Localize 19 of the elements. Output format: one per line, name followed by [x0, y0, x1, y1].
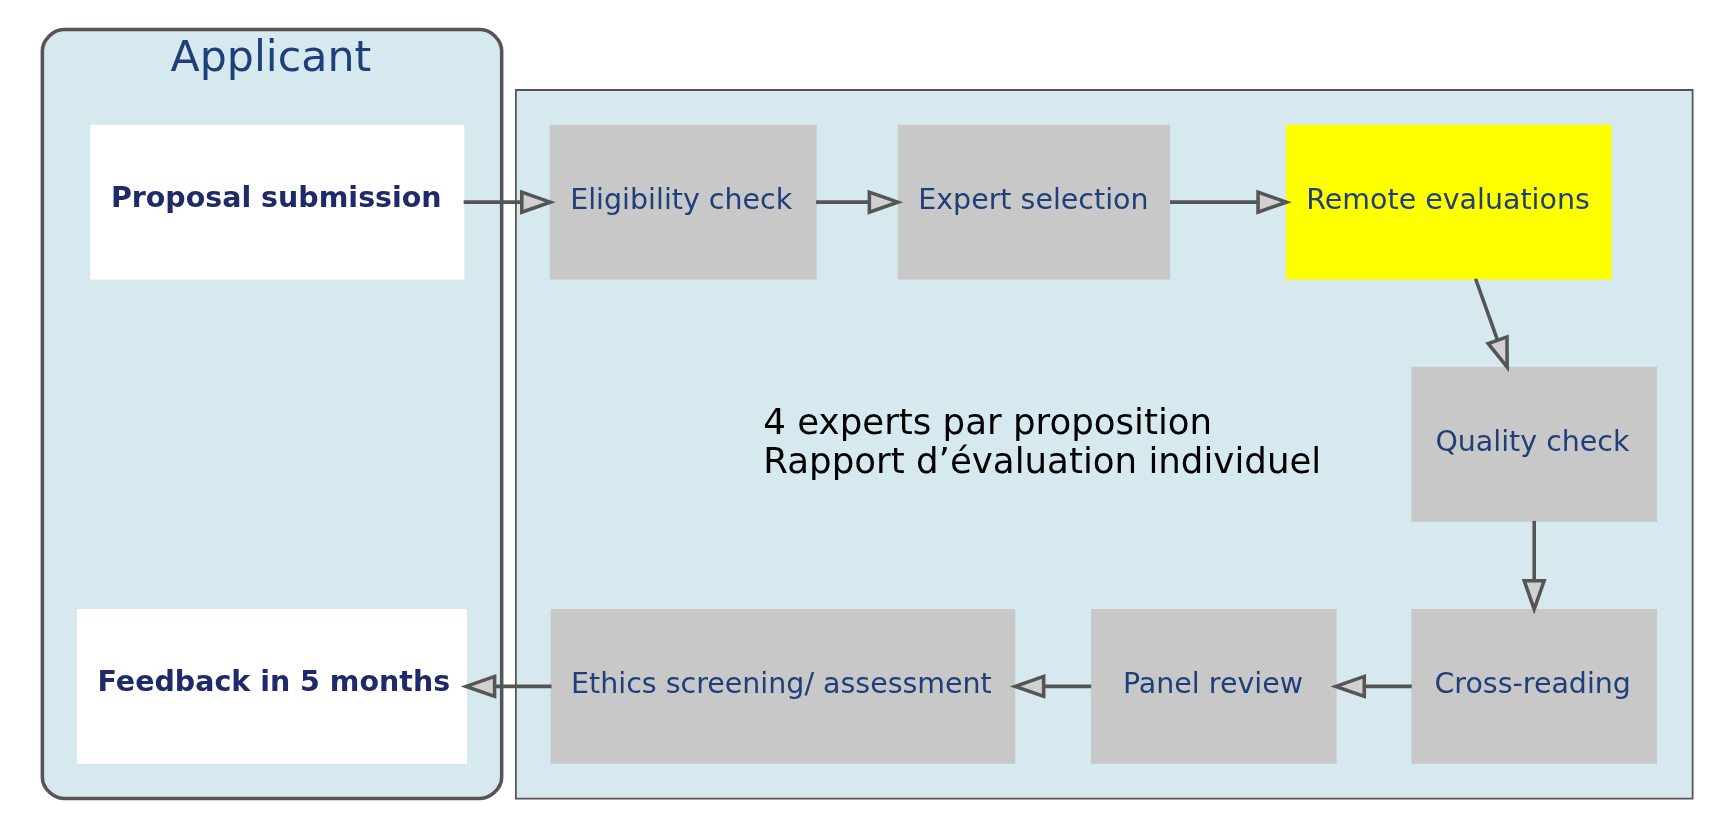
- arrow: [1330, 673, 1412, 699]
- arrow: [460, 673, 552, 699]
- node-box: Proposal submission: [90, 124, 465, 280]
- node-box: Cross-reading: [1411, 608, 1658, 764]
- node-box: Feedback in 5 months: [77, 608, 467, 764]
- node-box: Remote evaluations: [1285, 124, 1612, 280]
- node-box: Quality check: [1411, 366, 1658, 522]
- cluster: [515, 89, 1694, 800]
- arrow: [463, 189, 556, 215]
- arrow: [1170, 189, 1292, 215]
- arrow: [1473, 278, 1509, 373]
- node-box: Panel review: [1090, 608, 1337, 764]
- label: 4 experts par proposition: [763, 400, 1213, 442]
- arrow: [1009, 673, 1092, 699]
- node-box: Eligibility check: [549, 124, 817, 280]
- node-box: Ethics screening/ assessment: [550, 608, 1016, 764]
- arrow: [816, 189, 904, 215]
- node-box: Expert selection: [897, 124, 1171, 280]
- arrow: [1521, 520, 1547, 615]
